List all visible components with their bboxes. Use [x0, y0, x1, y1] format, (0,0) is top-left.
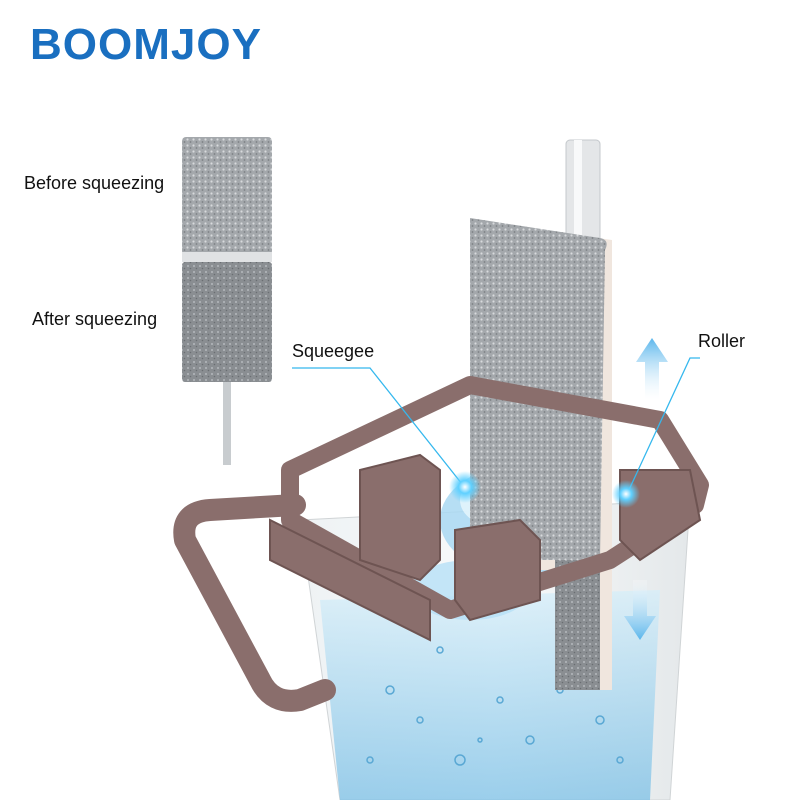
squeegee-callout-line	[292, 367, 463, 485]
roller-label: Roller	[698, 331, 746, 351]
brand-logo: BOOMJOY	[30, 20, 262, 69]
bucket-handle	[173, 494, 336, 712]
roller-highlight	[612, 480, 640, 508]
sample-mop-handle	[223, 380, 231, 465]
sample-mop-pad	[182, 137, 272, 382]
squeegee-label: Squeegee	[292, 341, 375, 361]
mop-handle	[565, 139, 601, 251]
before-squeezing-label: Before squeezing	[24, 173, 165, 193]
squeegee-highlight	[449, 471, 481, 503]
after-squeezing-label: After squeezing	[32, 309, 158, 329]
bucket-frame	[269, 376, 709, 642]
roller-callout-line	[627, 357, 700, 493]
down-arrow-icon	[624, 580, 656, 640]
up-arrow-icon	[636, 338, 668, 400]
